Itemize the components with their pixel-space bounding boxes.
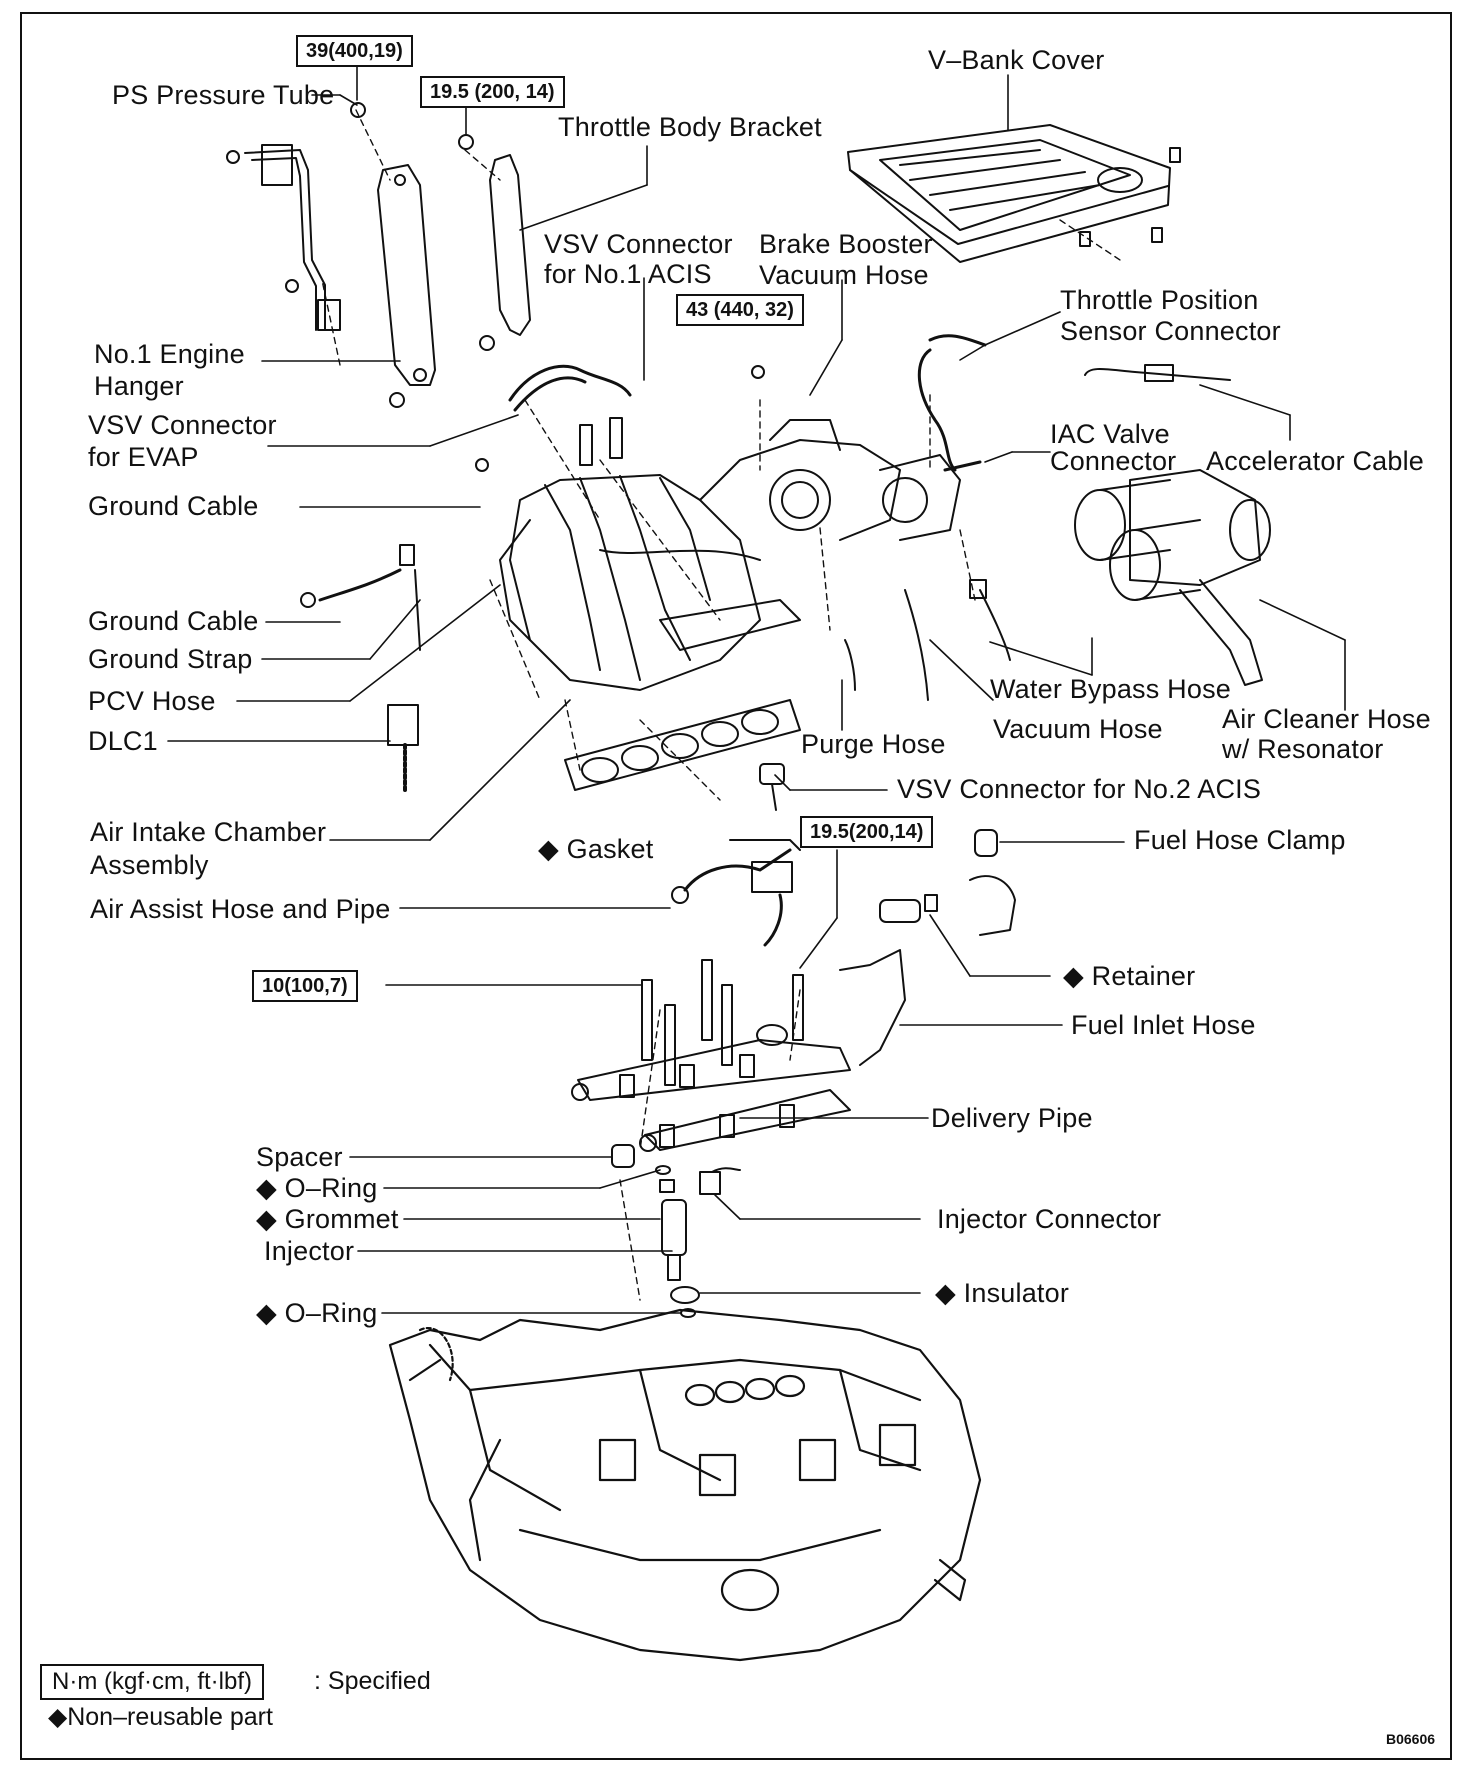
air-intake-chamber-part — [499, 419, 961, 691]
label-accelerator-cable: Accelerator Cable — [1206, 446, 1425, 476]
label-delivery-pipe: Delivery Pipe — [931, 1103, 1093, 1133]
dlc1-part — [300, 568, 421, 792]
fuel-inlet-hose-part — [839, 875, 1016, 1066]
vsv-acis2-connector-part — [759, 763, 785, 811]
label-throttle-position-line2: Sensor Connector — [1060, 316, 1281, 346]
fuel-hose-clamp-part — [974, 829, 998, 857]
label-air-intake-line1: Air Intake Chamber — [90, 817, 327, 847]
air-assist-hose-part — [671, 839, 801, 947]
label-engine-hanger-line1: No.1 Engine — [94, 339, 245, 369]
intake-gasket-part — [564, 699, 801, 791]
label-iac-valve-line2: Connector — [1050, 446, 1177, 476]
label-engine-hanger-line2: Hanger — [94, 371, 184, 401]
label-ground-cable-upper: Ground Cable — [88, 491, 259, 521]
label-water-bypass-hose: Water Bypass Hose — [990, 674, 1231, 704]
injector-stack-part — [611, 1144, 741, 1318]
ps-pressure-tube-part — [226, 144, 341, 331]
label-throttle-body-bracket: Throttle Body Bracket — [558, 112, 822, 142]
label-purge-hose: Purge Hose — [801, 729, 946, 759]
air-cleaner-hose-part — [1074, 364, 1271, 686]
legend-specified: : Specified — [314, 1667, 431, 1695]
label-throttle-position-line1: Throttle Position — [1060, 285, 1259, 315]
torque-spec-injector: 10(100,7) — [252, 970, 358, 1002]
label-injector: Injector — [264, 1236, 355, 1266]
label-brake-booster-line1: Brake Booster — [759, 229, 933, 259]
torque-spec-ps-tube: 39(400,19) — [296, 35, 413, 67]
label-ground-strap: Ground Strap — [88, 644, 253, 674]
label-injector-connector: Injector Connector — [937, 1204, 1162, 1234]
label-vsv-evap-line1: VSV Connector — [88, 410, 277, 440]
label-v-bank-cover: V–Bank Cover — [928, 45, 1105, 75]
label-retainer: ◆ Retainer — [1063, 961, 1196, 991]
leader-lines — [167, 61, 1346, 1314]
wire-harness — [508, 334, 987, 472]
label-fuel-hose-clamp: Fuel Hose Clamp — [1134, 825, 1346, 855]
label-dlc1: DLC1 — [88, 726, 158, 756]
label-vsv-acis1-line2: for No.1 ACIS — [544, 259, 712, 289]
label-vsv-acis1-line1: VSV Connector — [544, 229, 733, 259]
label-vacuum-hose: Vacuum Hose — [993, 714, 1163, 744]
label-iac-valve-line1: IAC Valve — [1050, 419, 1170, 449]
label-air-assist: Air Assist Hose and Pipe — [90, 894, 391, 924]
engine-block-part — [388, 1308, 982, 1662]
alignment-dashes — [321, 109, 1121, 1301]
legend-unit-box: N·m (kgf·cm, ft·lbf) — [40, 1664, 264, 1700]
label-pcv-hose: PCV Hose — [88, 686, 216, 716]
engine-hanger-part — [350, 102, 436, 408]
torque-spec-delivery-pipe: 19.5(200,14) — [800, 816, 934, 848]
legend-non-reusable: ◆Non–reusable part — [48, 1703, 273, 1731]
figure-code: B06606 — [1386, 1731, 1436, 1747]
label-fuel-inlet-hose: Fuel Inlet Hose — [1071, 1010, 1256, 1040]
label-ground-cable-lower: Ground Cable — [88, 606, 259, 636]
label-spacer: Spacer — [256, 1142, 343, 1172]
label-air-cleaner-line2: w/ Resonator — [1222, 734, 1384, 764]
bolts — [399, 365, 765, 566]
torque-spec-throttle-bracket: 19.5 (200, 14) — [420, 76, 565, 108]
label-grommet: ◆ Grommet — [256, 1204, 399, 1234]
label-o-ring-lower: ◆ O–Ring — [256, 1298, 378, 1328]
label-ps-pressure-tube: PS Pressure Tube — [112, 80, 335, 110]
diagram-frame — [20, 12, 1452, 1760]
vacuum-hoses — [844, 579, 1011, 701]
delivery-pipe-part — [571, 959, 851, 1152]
label-air-intake-line2: Assembly — [90, 850, 209, 880]
label-insulator: ◆ Insulator — [935, 1278, 1070, 1308]
label-vsv-evap-line2: for EVAP — [88, 442, 199, 472]
label-vsv-acis2: VSV Connector for No.2 ACIS — [897, 774, 1262, 804]
label-air-cleaner-line1: Air Cleaner Hose — [1222, 704, 1431, 734]
throttle-body-bracket-part — [458, 134, 531, 351]
label-gasket: ◆ Gasket — [538, 834, 654, 864]
label-brake-booster-line2: Vacuum Hose — [759, 260, 929, 290]
v-bank-cover-part — [847, 124, 1181, 263]
label-o-ring-upper: ◆ O–Ring — [256, 1173, 378, 1203]
torque-spec-chamber-nut: 43 (440, 32) — [676, 294, 804, 326]
